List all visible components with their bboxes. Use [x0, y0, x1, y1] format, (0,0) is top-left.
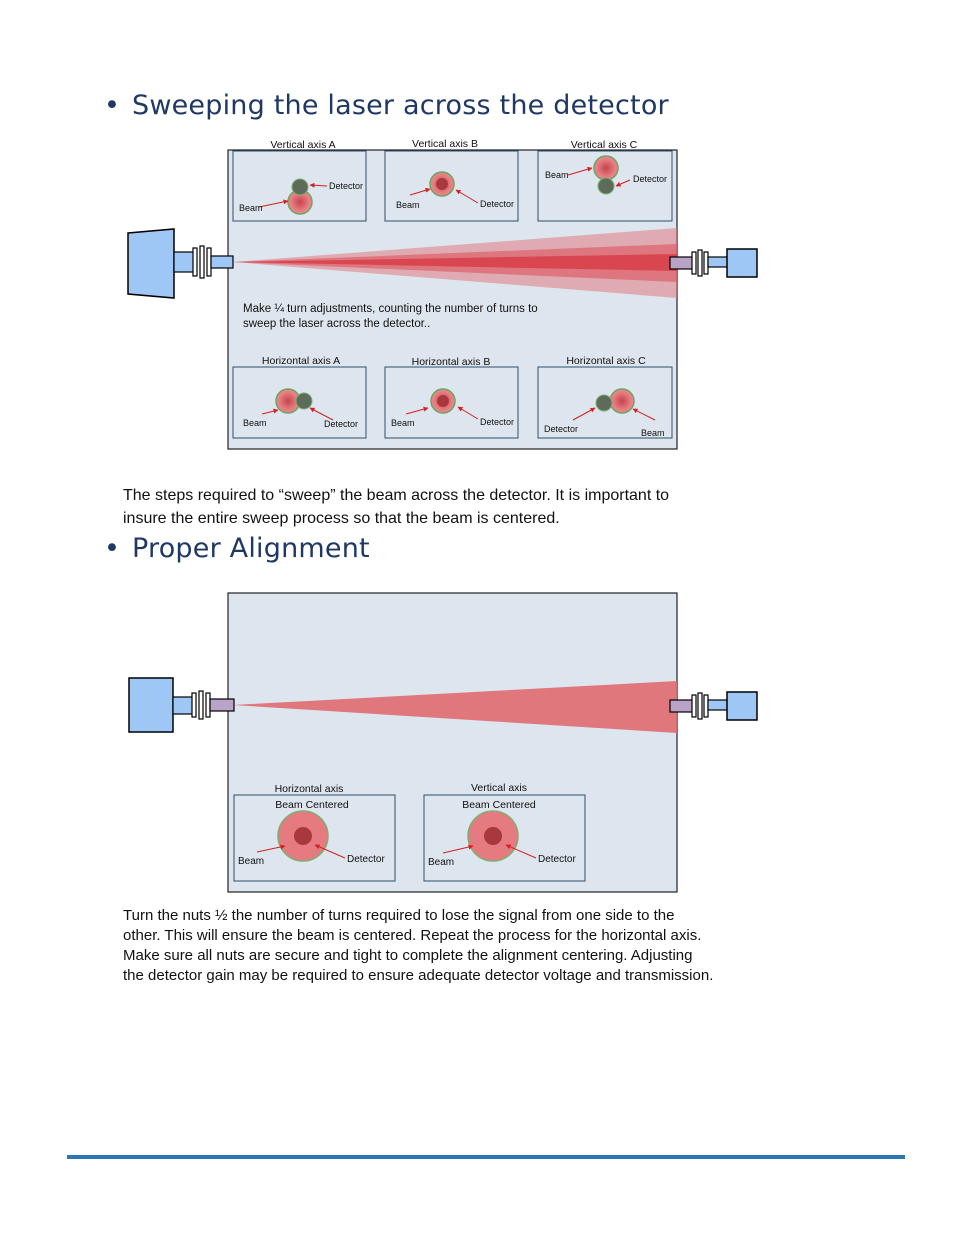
caption-line: the detector gain may be required to ens…	[123, 967, 714, 984]
laser-receiver	[669, 691, 758, 721]
panel-vertical-axis-centered: Vertical axis Beam Centered Beam Detecto…	[423, 782, 586, 882]
panel-title: Horizontal axis A	[262, 355, 340, 367]
beam-label: Beam	[238, 856, 264, 867]
detector-label: Detector	[633, 174, 667, 184]
laser-transmitter	[127, 228, 234, 299]
bullet: •	[104, 533, 121, 564]
panel-horizontal-axis-c: Horizontal axis C Detector Beam	[537, 355, 673, 439]
panel-title: Horizontal axis B	[412, 356, 491, 368]
section-heading-alignment: • Proper Alignment	[104, 533, 370, 564]
panel-subtitle: Beam Centered	[275, 799, 349, 811]
panel-vertical-axis-b: Vertical axis B Beam Detector	[384, 138, 519, 222]
beam-label: Beam	[545, 170, 569, 180]
laser-receiver	[669, 248, 758, 278]
panel-vertical-axis-c: Vertical axis C Beam Detector	[537, 139, 673, 222]
sweep-caption: The steps required to “sweep” the beam a…	[123, 484, 669, 530]
detector-label: Detector	[480, 199, 514, 209]
detector-label: Detector	[480, 417, 514, 427]
beam-label: Beam	[396, 200, 420, 210]
panel-vertical-axis-a: Vertical axis A Detector Beam	[232, 139, 367, 222]
caption-line: Make sure all nuts are secure and tight …	[123, 947, 693, 964]
section-title: Sweeping the laser across the detector	[132, 90, 669, 121]
detector-label: Detector	[544, 424, 578, 434]
caption-line: The steps required to “sweep” the beam a…	[123, 487, 670, 504]
beam-label: Beam	[239, 203, 263, 213]
panel-horizontal-axis-a: Horizontal axis A Beam Detector	[232, 355, 367, 439]
panel-title: Vertical axis C	[571, 139, 638, 151]
beam-core	[233, 254, 677, 271]
beam-label: Beam	[428, 857, 454, 868]
panel-title: Vertical axis B	[412, 138, 478, 150]
alignment-caption: Turn the nuts ½ the number of turns requ…	[123, 906, 713, 986]
detector-label: Detector	[329, 181, 363, 191]
instruction-line-2: sweep the laser across the detector..	[243, 318, 430, 330]
panel-subtitle: Beam Centered	[462, 799, 536, 811]
caption-line: other. This will ensure the beam is cent…	[123, 927, 702, 944]
detector-label: Detector	[347, 854, 385, 865]
detector-label: Detector	[538, 854, 576, 865]
panel-title: Horizontal axis C	[566, 355, 646, 367]
panel-title: Vertical axis A	[270, 139, 335, 151]
footer-rule	[67, 1155, 905, 1159]
beam-label: Beam	[641, 428, 665, 438]
instruction-line-1: Make ¼ turn adjustments, counting the nu…	[243, 303, 538, 315]
bullet: •	[104, 90, 121, 121]
caption-line: Turn the nuts ½ the number of turns requ…	[123, 907, 675, 924]
section-heading-sweeping: • Sweeping the laser across the detector	[104, 90, 669, 121]
beam-label: Beam	[243, 418, 267, 428]
detector-label: Detector	[324, 419, 358, 429]
caption-line: insure the entire sweep process so that …	[123, 510, 560, 527]
laser-transmitter	[128, 677, 235, 733]
beam-label: Beam	[391, 418, 415, 428]
sweep-diagram: Vertical axis A Detector Beam Vertical a…	[127, 138, 758, 450]
panel-horizontal-axis-b: Horizontal axis B Beam Detector	[384, 356, 519, 439]
section-title: Proper Alignment	[132, 533, 370, 564]
beam-centered	[233, 681, 677, 733]
alignment-diagram: Horizontal axis Beam Centered Beam Detec…	[128, 592, 758, 893]
panel-title: Vertical axis	[471, 782, 527, 794]
panel-title: Horizontal axis	[275, 783, 344, 795]
panel-horizontal-axis-centered: Horizontal axis Beam Centered Beam Detec…	[233, 783, 396, 882]
